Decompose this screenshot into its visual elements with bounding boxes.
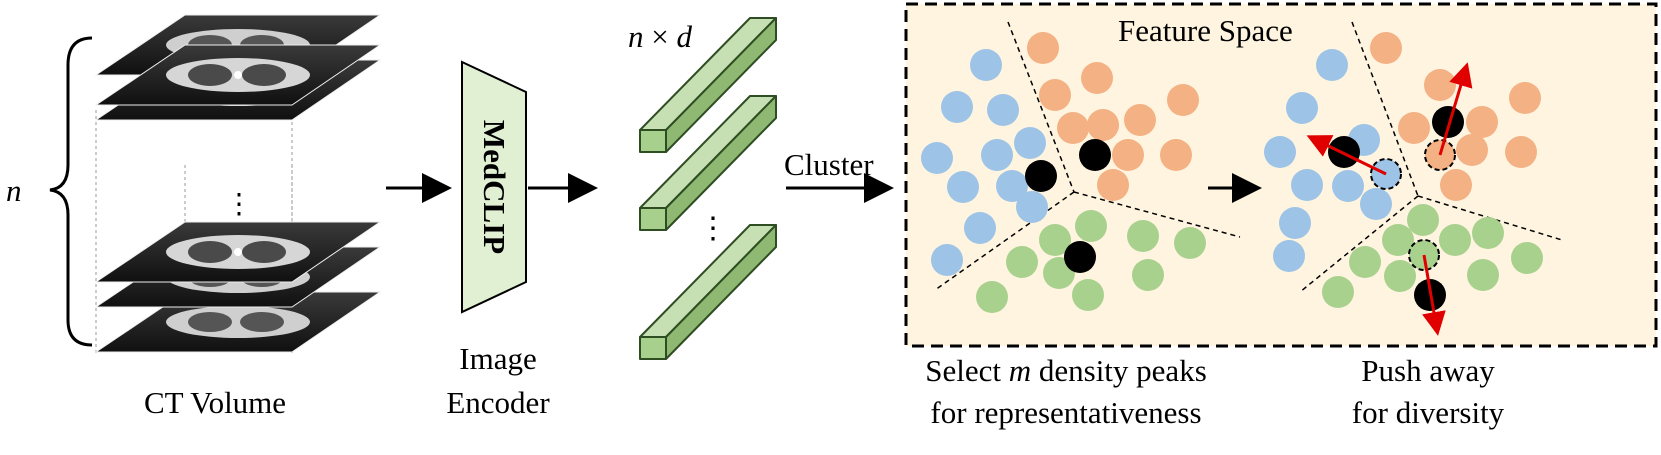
green-cluster-points xyxy=(976,210,1206,313)
feature-vector xyxy=(639,17,777,153)
ct-slice xyxy=(94,44,382,106)
orange-cluster-points xyxy=(1370,32,1541,201)
ct-slice-stack-top xyxy=(94,14,382,121)
cluster-boundaries-left xyxy=(934,21,1241,291)
left-caption-m: m xyxy=(1008,353,1032,388)
feature-ellipsis: ⋮ xyxy=(698,212,728,245)
ct-volume xyxy=(49,14,382,355)
ct-slice-stack-bottom xyxy=(94,221,382,353)
feature-space-title: Feature Space xyxy=(1118,13,1293,48)
feature-d: d xyxy=(676,19,692,54)
blue-cluster-points xyxy=(921,49,1048,276)
ct-slice xyxy=(94,221,382,283)
n-label: n xyxy=(6,173,22,208)
encoder-caption-line2: Encoder xyxy=(446,385,550,420)
medclip-label: MedCLIP xyxy=(477,119,512,255)
points-left xyxy=(921,32,1206,313)
ct-volume-caption: CT Volume xyxy=(143,385,287,420)
density-peaks xyxy=(1025,139,1111,273)
left-caption-part: Select xyxy=(925,353,1009,388)
feature-n: n xyxy=(628,19,644,54)
feature-vectors xyxy=(639,17,777,360)
left-caption-line2: for representativeness xyxy=(930,395,1202,430)
points-right xyxy=(1264,32,1543,336)
feature-times: × xyxy=(651,19,669,54)
left-caption-part: density peaks xyxy=(1031,353,1207,388)
feature-vector xyxy=(639,95,777,231)
feature-vector xyxy=(639,224,777,360)
n-brace xyxy=(49,36,93,347)
encoder-caption-line1: Image xyxy=(459,341,537,376)
right-caption-line2: for diversity xyxy=(1351,395,1505,430)
cluster-label: Cluster xyxy=(784,147,874,182)
orange-cluster-points xyxy=(1027,32,1199,201)
green-cluster-points xyxy=(1322,204,1543,308)
feature-dimension-label: n × d xyxy=(628,18,692,56)
diversity-arrows xyxy=(1306,62,1473,336)
left-caption-line1: Select m density peaks xyxy=(896,352,1236,390)
right-caption-line1: Push away xyxy=(1361,353,1495,388)
medclip-encoder-trapezoid xyxy=(461,60,527,314)
stack-ellipsis: ⋮ xyxy=(225,189,253,220)
